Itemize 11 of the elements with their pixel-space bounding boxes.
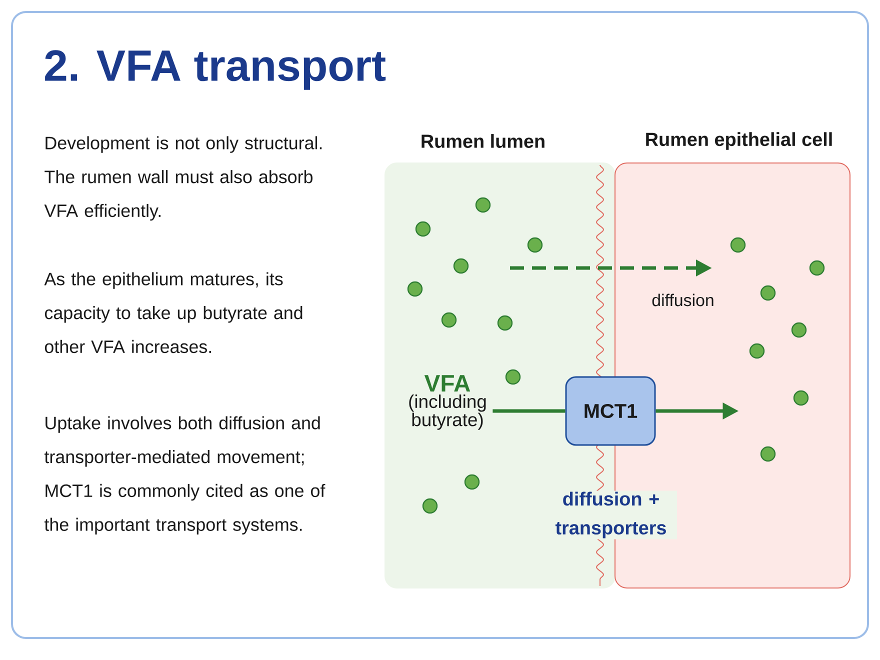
vfa-label: VFA [424, 375, 470, 392]
arrow-label: diffusion [652, 294, 714, 306]
region-heading: Rumen lumen [422, 134, 544, 148]
paragraph: Development is not only structural. The rumen wall must also absorb VFA efficiently. [44, 136, 322, 221]
vfa-note: (including butyrate) [409, 394, 486, 430]
membrane-label: diffusion + transporters [555, 492, 666, 538]
region-heading: Rumen epithelial cell [646, 132, 832, 150]
title: 2. VFA transport [45, 50, 386, 90]
paragraph: Uptake involves both diffusion and transporter-mediated movement; MCT1 is commonly cited as one of the important transport systems. [44, 416, 326, 535]
transporter-box: MCT1 [565, 376, 656, 446]
paragraph: As the epithelium matures, its capacity to take up butyrate and other VFA increases. [44, 272, 302, 354]
